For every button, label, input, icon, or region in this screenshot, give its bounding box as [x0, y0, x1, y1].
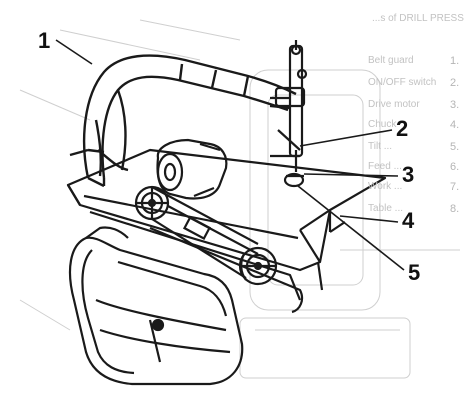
- background-number: 8.: [450, 203, 460, 215]
- hold-down-foot: [283, 172, 305, 188]
- base-housing: [68, 226, 244, 386]
- background-heading: ...s of DRILL PRESS: [372, 13, 464, 24]
- background-item: Chuck: [368, 119, 397, 130]
- background-item: Drive motor: [368, 99, 420, 110]
- background-item: Work ...: [368, 181, 403, 192]
- c-frame-arm: [69, 54, 297, 188]
- background-number: 7.: [450, 181, 460, 193]
- background-number: 1.: [450, 55, 460, 67]
- background-sketch: [19, 19, 460, 379]
- motor: [156, 138, 228, 200]
- background-number: 4.: [450, 119, 460, 131]
- drive-pulley: [134, 185, 170, 221]
- leader-lines: [55, 39, 405, 271]
- background-number: 6.: [450, 161, 460, 173]
- background-number: 3.: [450, 99, 460, 111]
- callout-3: 3: [402, 162, 415, 187]
- saw-table: [66, 148, 387, 314]
- background-item: Table ...: [368, 203, 404, 214]
- background-item: Feed ...: [368, 161, 402, 172]
- background-item: Belt guard: [368, 55, 414, 66]
- background-number: 2.: [450, 77, 460, 89]
- drive-belt: [151, 186, 259, 279]
- driven-pulley: [238, 246, 278, 286]
- blade-holder: [269, 40, 308, 172]
- background-item: ON/OFF switch: [368, 77, 437, 88]
- background-item: Tilt ...: [368, 141, 393, 152]
- callout-5: 5: [408, 260, 421, 285]
- background-number: 5.: [450, 141, 460, 153]
- callout-1: 1: [38, 28, 51, 53]
- callout-4: 4: [402, 208, 415, 233]
- callout-2: 2: [396, 116, 409, 141]
